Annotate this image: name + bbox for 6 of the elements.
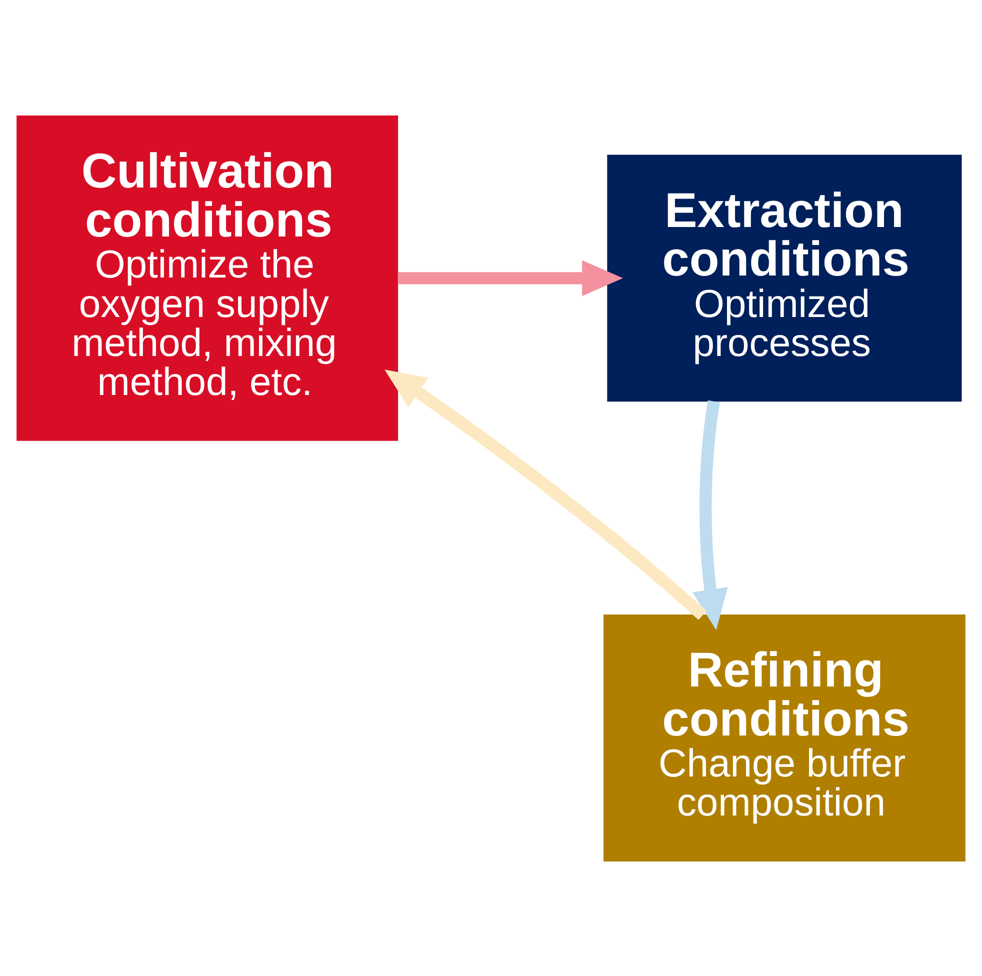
node-box: Cultivation conditions Optimize the oxygen supply method, mixing method, etc. — [16, 115, 398, 440]
arrow — [692, 400, 728, 630]
node-box: Refining conditions Change buffer composition — [604, 614, 966, 861]
node-box: Extraction conditions Optimized processes — [607, 154, 962, 402]
arrow — [398, 260, 623, 296]
arrow — [384, 369, 707, 620]
